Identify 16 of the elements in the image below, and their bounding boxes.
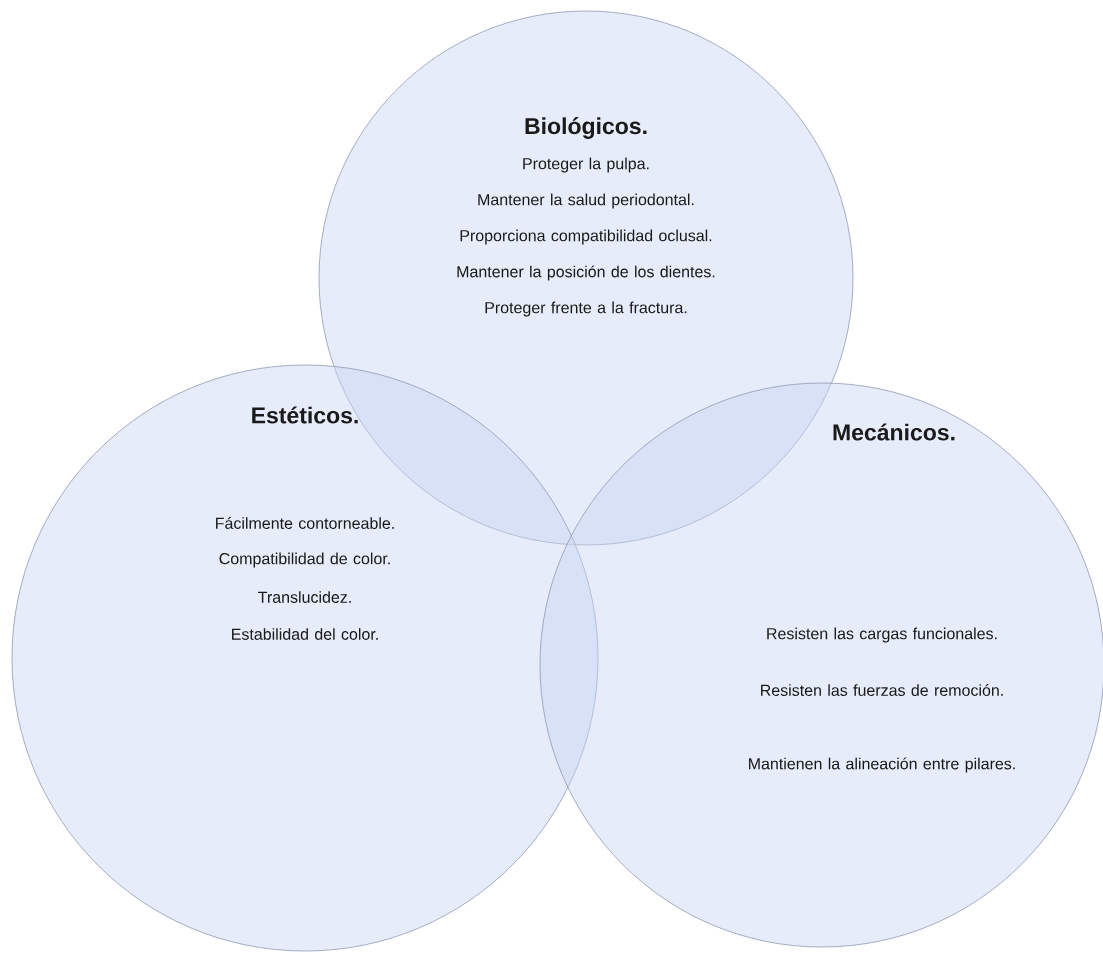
list-item: Compatibilidad de color. — [219, 552, 390, 568]
circle-heading: Mecánicos. — [833, 423, 955, 441]
list-item: Estabilidad del color. — [232, 628, 378, 640]
list-item: Resisten las fuerzas de remoción. — [761, 684, 1003, 696]
list-item: Mantener la posición de los dientes. — [457, 265, 715, 281]
list-item: Proteger frente a la fractura. — [485, 301, 687, 317]
list-item: Mantienen la alineación entre pilares. — [749, 757, 1015, 773]
list-item: Translucidez. — [258, 591, 351, 603]
circle-heading: Estéticos. — [252, 406, 358, 424]
circle-heading: Biológicos. — [525, 117, 647, 139]
list-item: Mantener la salud periodontal. — [478, 193, 694, 209]
list-item: Resisten las cargas funcionales. — [767, 627, 997, 643]
list-item: Fácilmente contorneable. — [216, 517, 394, 529]
list-item: Proteger la pulpa. — [523, 157, 649, 173]
venn-circle — [539, 382, 1103, 948]
list-item: Proporciona compatibilidad oclusal. — [460, 229, 712, 245]
